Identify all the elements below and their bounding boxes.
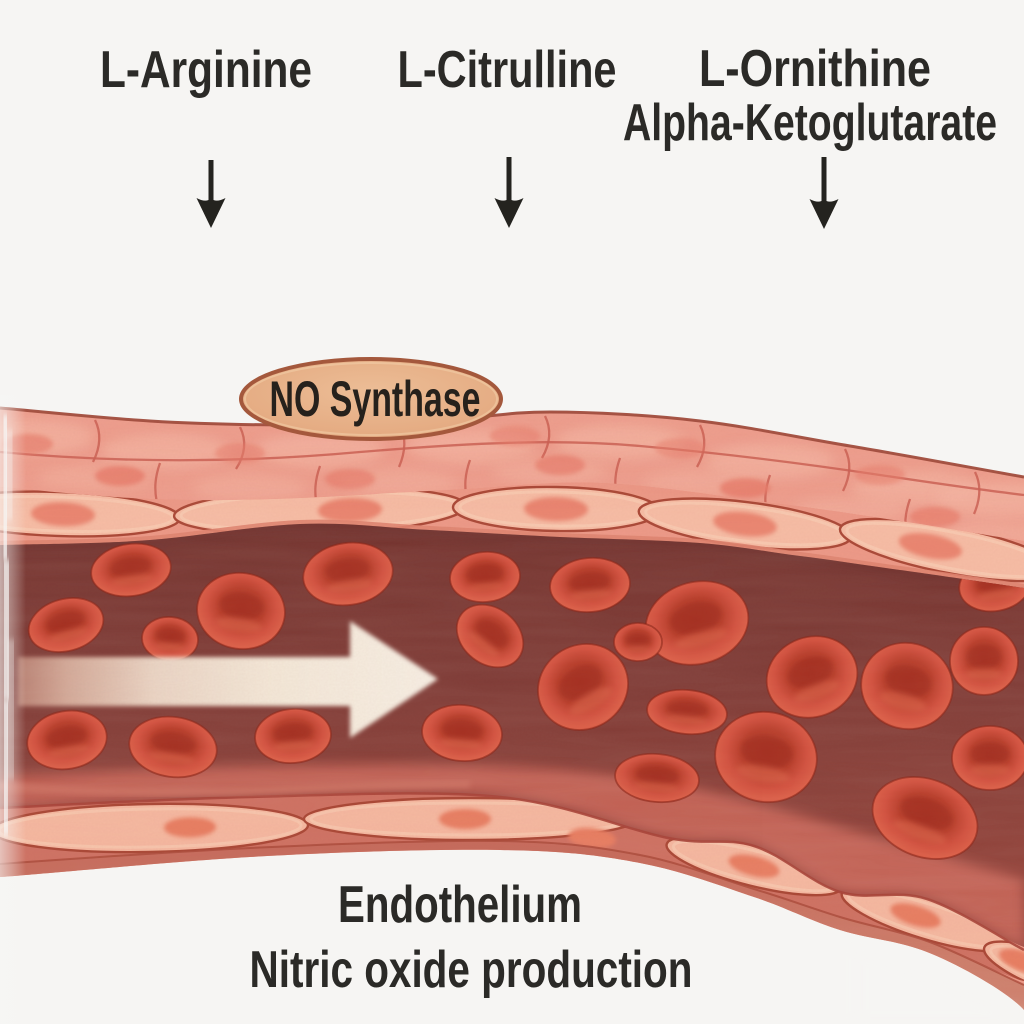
svg-text:Alpha-Ketoglutarate: Alpha-Ketoglutarate — [623, 94, 997, 152]
svg-text:L-Ornithine: L-Ornithine — [699, 40, 931, 98]
svg-text:Endothelium: Endothelium — [338, 876, 582, 934]
svg-text:Nitric oxide production: Nitric oxide production — [250, 941, 693, 999]
svg-text:NO Synthase: NO Synthase — [270, 371, 481, 427]
svg-text:L-Citrulline: L-Citrulline — [398, 41, 617, 99]
svg-text:L-Arginine: L-Arginine — [100, 41, 312, 99]
